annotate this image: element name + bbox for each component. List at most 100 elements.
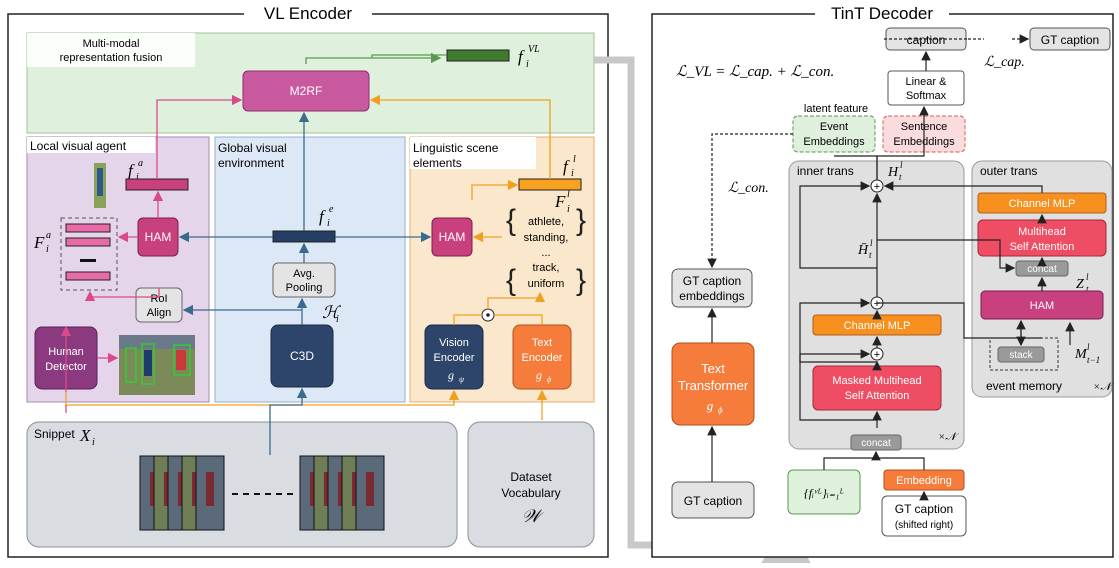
global-env-region: Global visual environment f e i Avg. Poo… bbox=[214, 136, 406, 403]
concat-outer-label: concat bbox=[1027, 264, 1057, 275]
gt-emb-1: GT caption bbox=[683, 274, 741, 288]
hbar-sup: l bbox=[870, 238, 873, 248]
gt-caption-bottom-label: GT caption bbox=[684, 494, 742, 508]
vocab-block bbox=[467, 421, 595, 548]
svg-text:+: + bbox=[874, 298, 880, 310]
vision-label-2: Encoder bbox=[434, 352, 475, 364]
embedding-label: Embedding bbox=[896, 475, 952, 487]
inner-trans-label: inner trans bbox=[797, 164, 854, 178]
athlete-figure bbox=[206, 472, 214, 506]
snippet-sym: X bbox=[79, 426, 91, 445]
local-agent-region: Local visual agent f a i HAM F a i RoI A… bbox=[26, 136, 210, 403]
gt-shifted-1: GT caption bbox=[895, 502, 953, 516]
tt-label-2: Transformer bbox=[678, 378, 749, 393]
vision-sub: ψ bbox=[459, 375, 465, 384]
text-transformer-block bbox=[671, 342, 755, 426]
stack-label: stack bbox=[1009, 350, 1033, 361]
hidden-sub: i bbox=[336, 314, 339, 325]
word-0: athlete, bbox=[528, 216, 564, 228]
masked-attention-block bbox=[812, 365, 942, 411]
latent-feature-label: latent feature bbox=[804, 103, 868, 115]
fl-bar bbox=[518, 178, 582, 191]
fusion-label-2: representation fusion bbox=[60, 52, 163, 64]
outer-trans-label: outer trans bbox=[980, 164, 1037, 178]
vl-feature-bar bbox=[446, 49, 510, 62]
fa-set-box bbox=[60, 217, 118, 291]
vl-encoder-title: VL Encoder bbox=[264, 4, 353, 23]
stack-block bbox=[997, 346, 1045, 363]
fl-sup: l bbox=[573, 154, 576, 165]
concat-inner bbox=[850, 434, 902, 451]
pool-label-1: Avg. bbox=[293, 268, 315, 280]
linear-label-2: Softmax bbox=[906, 90, 947, 102]
vl-feature-symbol: f bbox=[518, 47, 525, 66]
fa-sub: i bbox=[136, 172, 139, 183]
word-4: uniform bbox=[528, 278, 565, 290]
fl-set-sup: l bbox=[567, 189, 570, 200]
local-ham-label: HAM bbox=[145, 230, 172, 244]
outer-ham-label: HAM bbox=[1030, 300, 1054, 312]
text-enc-label-1: Text bbox=[532, 337, 552, 349]
ling-title-2: elements bbox=[413, 156, 462, 170]
tint-decoder-title: TinT Decoder bbox=[831, 4, 933, 23]
vl-encoder-panel: VL Encoder Multi-modal representation fu… bbox=[7, 3, 609, 558]
event-memory-label: event memory bbox=[986, 379, 1062, 393]
fe-symbol: f bbox=[319, 207, 326, 226]
global-env-title-2: environment bbox=[218, 156, 285, 170]
video-frames bbox=[139, 455, 385, 531]
pool-label-2: Pooling bbox=[286, 282, 323, 294]
m-sup: l bbox=[1087, 342, 1090, 352]
masked-label-1: Masked Multihead bbox=[832, 375, 921, 387]
m-symbol: M bbox=[1074, 347, 1088, 362]
masked-label-2: Self Attention bbox=[845, 390, 910, 402]
multihead-label-2: Self Attention bbox=[1010, 241, 1075, 253]
hidden-symbol: ℋ bbox=[322, 303, 342, 322]
inner-times-n: ×𝒩 bbox=[938, 431, 959, 443]
vl-feature-sub: i bbox=[526, 59, 529, 70]
snippet-sub: i bbox=[92, 437, 95, 448]
fa-set-sup: a bbox=[46, 230, 51, 241]
svg-text:{: { bbox=[506, 264, 516, 297]
ling-title-1: Linguistic scene bbox=[413, 141, 499, 155]
h-sub: t bbox=[899, 172, 902, 182]
local-agent-title: Local visual agent bbox=[30, 139, 127, 153]
tt-label-1: Text bbox=[701, 361, 725, 376]
fl-set-sub: i bbox=[567, 204, 570, 215]
gt-caption-bottom-block bbox=[671, 481, 755, 519]
snippet-label: Snippet bbox=[34, 427, 75, 441]
text-enc-sub: ϕ bbox=[547, 375, 551, 384]
fl-symbol: f bbox=[563, 157, 570, 176]
fl-set-symbol: F bbox=[554, 192, 566, 211]
z-symbol: Z bbox=[1076, 277, 1084, 292]
vocab-sym: 𝒲 bbox=[522, 506, 545, 526]
fe-bar bbox=[272, 230, 336, 243]
fa-bar bbox=[125, 178, 189, 191]
outer-times-n: ×𝒩 bbox=[1093, 381, 1114, 393]
fa-symbol: f bbox=[128, 161, 135, 180]
decoder-arrows bbox=[707, 34, 1075, 501]
vl-feature-sup: VL bbox=[528, 44, 540, 55]
m2rf-label: M2RF bbox=[290, 84, 323, 98]
loss-cap: ℒ_cap. bbox=[984, 55, 1025, 70]
text-enc-sym: g bbox=[536, 368, 542, 382]
gt-shifted-2: (shifted right) bbox=[895, 520, 953, 531]
fusion-label-1: Multi-modal bbox=[83, 38, 140, 50]
global-env-title-1: Global visual bbox=[218, 141, 287, 155]
h-symbol: H bbox=[887, 165, 899, 180]
vocab-label-2: Vocabulary bbox=[501, 486, 560, 500]
snippet-region: Snippet X i Dataset Vocabulary 𝒲 bbox=[26, 421, 595, 548]
fa-set-symbol: F bbox=[33, 233, 45, 252]
vocab-label-1: Dataset bbox=[510, 470, 552, 484]
vl-set-label: {fᵢᵛᴸ}ᵢ₌₁ᴸ bbox=[804, 486, 844, 500]
m2rf-block bbox=[242, 70, 370, 112]
fa-sup: a bbox=[138, 158, 143, 169]
svg-text:{: { bbox=[506, 204, 516, 237]
svg-text:}: } bbox=[576, 264, 586, 297]
multihead-label-1: Multihead bbox=[1018, 226, 1066, 238]
hbar-sub: t bbox=[869, 250, 872, 260]
svg-text:}: } bbox=[576, 204, 586, 237]
m-sub: t−1 bbox=[1087, 355, 1100, 365]
fa-set-sub: i bbox=[46, 244, 49, 255]
fl-sub: i bbox=[571, 168, 574, 179]
